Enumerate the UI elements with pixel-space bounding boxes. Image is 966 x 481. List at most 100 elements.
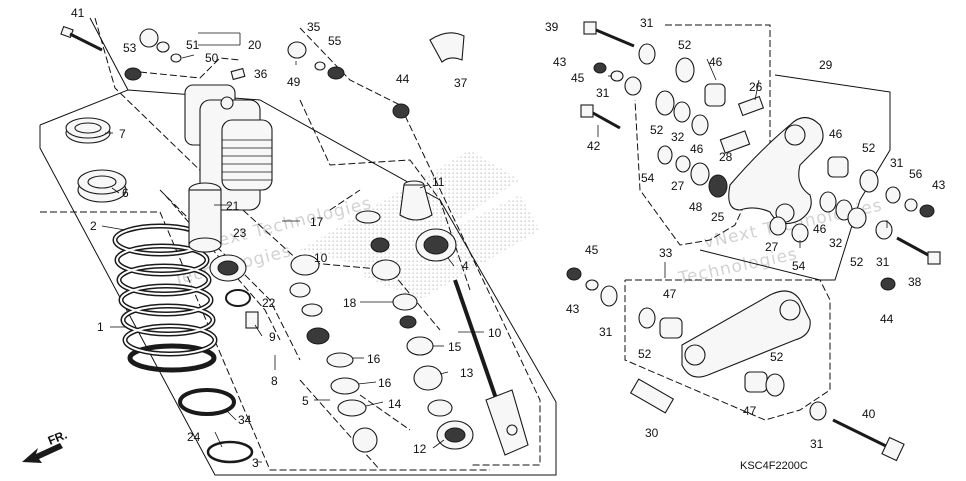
part-label: 45 xyxy=(571,71,585,85)
part-label: 1 xyxy=(97,320,104,334)
part-label: 12 xyxy=(413,442,427,456)
part-label: 8 xyxy=(271,374,278,388)
part-label: 31 xyxy=(890,156,904,170)
part-label: 52 xyxy=(850,255,864,269)
label-36-shape xyxy=(230,67,246,81)
collar-30-shape xyxy=(629,378,675,414)
washer-top-shape xyxy=(355,210,381,224)
front-direction-indicator: FR. xyxy=(22,428,69,463)
bush-46a-shape xyxy=(704,83,726,107)
wing-logo-watermark xyxy=(300,150,540,300)
part-label: 52 xyxy=(650,123,664,137)
part-label: 30 xyxy=(645,426,659,440)
washer-31a-shape xyxy=(638,43,656,65)
part-label: 11 xyxy=(432,175,445,189)
collar-26-shape xyxy=(737,95,765,117)
bolt-40-shape xyxy=(832,418,905,462)
part-label: 50 xyxy=(205,51,219,65)
part-label: 25 xyxy=(711,210,725,224)
part-label: 3 xyxy=(252,456,259,470)
part-label: 31 xyxy=(599,325,613,339)
collar-28-shape xyxy=(719,130,751,154)
nut-44-shape xyxy=(392,103,410,119)
bolt-42-shape xyxy=(580,104,621,130)
part-label: 34 xyxy=(238,413,252,427)
part-label: 31 xyxy=(876,255,890,269)
part-label: 52 xyxy=(638,347,652,361)
part-label: 52 xyxy=(770,350,784,364)
shim-stack-shape xyxy=(289,237,474,453)
part-label: 44 xyxy=(880,312,894,326)
part-label: 24 xyxy=(187,430,201,444)
part-label: 39 xyxy=(545,20,559,34)
rod-10-shape xyxy=(453,279,529,456)
part-label: 15 xyxy=(448,340,462,354)
part-label: 55 xyxy=(328,34,342,48)
part-label: 2 xyxy=(90,219,97,233)
diagram-code: KSC4F2200C xyxy=(740,460,808,472)
part-label: 41 xyxy=(71,6,85,20)
part-label: 54 xyxy=(641,171,655,185)
seal-55-shape xyxy=(327,66,345,80)
part-label: 27 xyxy=(671,179,685,193)
part-label: 16 xyxy=(378,376,392,390)
bush-top-shape xyxy=(139,28,159,48)
part-label: 42 xyxy=(587,139,601,153)
part-labels: 41 53 51 50 20 36 49 35 55 44 37 7 6 2 1… xyxy=(71,6,946,470)
part-label: 26 xyxy=(749,80,763,94)
guard-37-shape xyxy=(429,32,465,63)
part-label: 31 xyxy=(640,16,654,30)
part-label: 31 xyxy=(596,86,610,100)
reservoir-21-shape xyxy=(188,182,222,253)
part-label: 52 xyxy=(678,38,692,52)
part-label: 32 xyxy=(829,236,843,250)
front-direction-label: FR. xyxy=(46,428,69,448)
part-label: 47 xyxy=(663,287,677,301)
part-label: 46 xyxy=(813,222,827,236)
part-label: 54 xyxy=(792,259,806,273)
part-label: 23 xyxy=(233,226,247,240)
part-label: 5 xyxy=(302,394,309,408)
clip-22-shape xyxy=(225,289,251,307)
bush-49-shape xyxy=(287,41,307,59)
part-label: 4 xyxy=(462,259,469,273)
part-label: 20 xyxy=(248,38,262,52)
nut-53-shape xyxy=(124,67,142,81)
part-label: 9 xyxy=(269,330,276,344)
part-label: 52 xyxy=(862,141,876,155)
part-label: 32 xyxy=(671,130,685,144)
part-label: 22 xyxy=(262,296,276,310)
part-label: 29 xyxy=(819,58,833,72)
part-label: 35 xyxy=(307,20,321,34)
ring-34-shape xyxy=(178,388,236,416)
valve-9-shape xyxy=(245,311,259,329)
part-label: 47 xyxy=(743,404,757,418)
bolt-41-shape xyxy=(60,25,103,52)
part-label: 45 xyxy=(585,243,599,257)
link-rod-33-shape xyxy=(681,290,811,378)
part-label: 51 xyxy=(186,38,200,52)
part-label: 44 xyxy=(396,72,410,86)
locknut-6-shape xyxy=(77,169,127,203)
leader-lines xyxy=(101,32,888,463)
part-label: 36 xyxy=(254,67,268,81)
part-label: 10 xyxy=(488,326,502,340)
part-label: 14 xyxy=(388,397,402,411)
part-label: 43 xyxy=(932,178,946,192)
front-arrow-icon xyxy=(22,443,63,463)
part-label: 56 xyxy=(909,167,923,181)
part-label: 48 xyxy=(689,200,703,214)
part-label: 17 xyxy=(310,215,324,229)
bump-rubber-11-shape xyxy=(399,180,433,221)
damper-body-20-shape xyxy=(184,84,273,211)
part-label: 46 xyxy=(829,127,843,141)
part-label: 16 xyxy=(367,352,381,366)
ring-35-shape xyxy=(314,61,326,71)
seal-52a-shape xyxy=(675,57,695,83)
part-label: 33 xyxy=(659,246,673,260)
bush-46b-shape xyxy=(827,156,849,178)
part-label: 46 xyxy=(709,55,723,69)
part-label: 43 xyxy=(553,55,567,69)
part-label: 28 xyxy=(719,150,733,164)
